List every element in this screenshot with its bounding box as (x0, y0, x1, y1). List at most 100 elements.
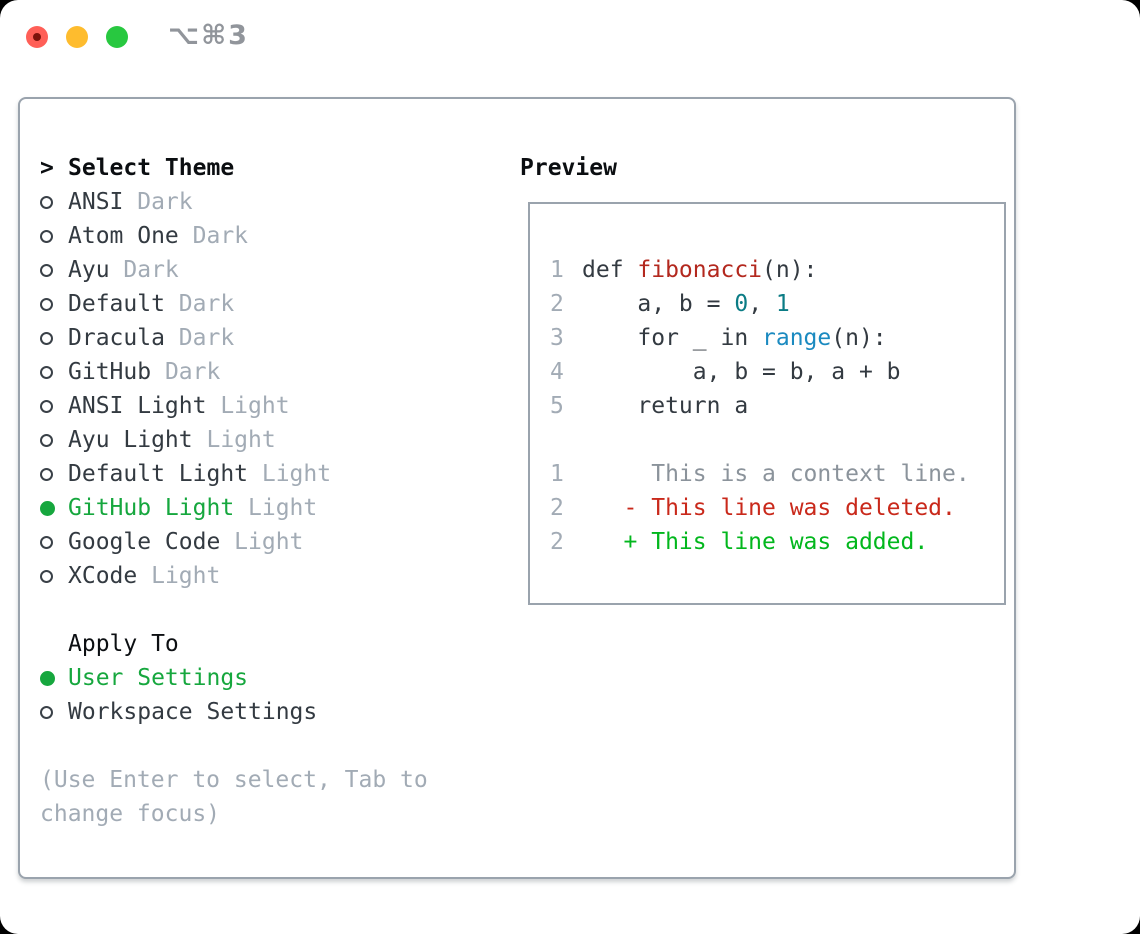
theme-option-ansi-light[interactable]: ANSI Light Light (40, 389, 502, 423)
radio-unselected-icon (40, 705, 68, 719)
variant-badge: Dark (192, 223, 249, 249)
option-label: Ayu Light (68, 427, 193, 453)
code-segment: fibonacci (637, 257, 763, 283)
line-number: 5 (550, 393, 564, 419)
radio-unselected-icon (40, 195, 68, 209)
code-segment: (n): (762, 257, 818, 283)
radio-unselected-icon (40, 535, 68, 549)
line-number: 2 (550, 529, 564, 555)
code-segment: (n): (831, 325, 887, 351)
code-segment: def (582, 257, 638, 283)
preview-line: 3 for _ in range(n): (550, 321, 1004, 355)
code-segment: - This line was deleted. (582, 495, 956, 521)
close-dot-icon (33, 33, 41, 41)
option-label: Ayu (68, 257, 110, 283)
option-label: Workspace Settings (68, 699, 318, 725)
preview-line: 2 + This line was added. (550, 525, 1004, 559)
window-title: ⌥⌘3 (168, 20, 249, 51)
apply-option-workspace-settings[interactable]: Workspace Settings (40, 695, 502, 729)
preview-title: Preview (520, 155, 617, 181)
option-label: Default (68, 291, 165, 317)
radio-unselected-icon (40, 331, 68, 345)
line-number: 2 (550, 495, 564, 521)
line-number: 1 (550, 257, 564, 283)
variant-badge: Dark (123, 257, 179, 283)
code-segment: range (762, 325, 832, 351)
radio-unselected-icon (40, 297, 68, 311)
option-label: Google Code (68, 529, 221, 555)
radio-unselected-icon (40, 399, 68, 413)
radio-selected-icon (40, 500, 68, 516)
option-label: ANSI Light (68, 393, 207, 419)
radio-unselected-icon (40, 467, 68, 481)
spacer-row (40, 729, 502, 763)
preview-header: Preview (502, 151, 1002, 185)
radio-unselected-icon (40, 229, 68, 243)
apply-option-user-settings[interactable]: User Settings (40, 661, 502, 695)
code-segment: return a (582, 393, 749, 419)
hint-line: change focus) (40, 801, 221, 827)
theme-option-default-light[interactable]: Default Light Light (40, 457, 502, 491)
code-segment: a, b = (582, 291, 735, 317)
radio-unselected-icon (40, 433, 68, 447)
minimize-button[interactable] (66, 26, 88, 48)
variant-badge: Dark (178, 291, 235, 317)
zoom-button[interactable] (106, 26, 128, 48)
line-number: 3 (550, 325, 564, 351)
spacer-row (40, 593, 502, 627)
radio-selected-icon (40, 670, 68, 686)
code-segment: 1 (775, 291, 790, 317)
window-titlebar: ⌥⌘3 (0, 0, 1140, 74)
radio-unselected-icon (40, 569, 68, 583)
variant-badge: Light (248, 495, 318, 521)
code-segment: for _ in (582, 325, 763, 351)
theme-option-github[interactable]: GitHub Dark (40, 355, 502, 389)
traffic-lights (26, 26, 128, 48)
variant-badge: Dark (137, 189, 193, 215)
option-label: GitHub (68, 359, 152, 385)
theme-option-default[interactable]: Default Dark (40, 287, 502, 321)
radio-unselected-icon (40, 365, 68, 379)
option-label: Default Light (68, 461, 249, 487)
variant-badge: Dark (178, 325, 235, 351)
preview-line: 1 This is a context line. (550, 457, 1004, 491)
prompt-icon: > (40, 155, 54, 181)
option-label: XCode (68, 563, 138, 589)
preview-blank-line (550, 423, 1004, 457)
preview-line: 5 return a (550, 389, 1004, 423)
code-segment: This is a context line. (582, 461, 970, 487)
line-number: 4 (550, 359, 564, 385)
variant-badge: Light (261, 461, 332, 487)
theme-option-ayu[interactable]: Ayu Dark (40, 253, 502, 287)
select-theme-title: Select Theme (68, 155, 235, 181)
variant-badge: Dark (164, 359, 221, 385)
radio-unselected-icon (40, 263, 68, 277)
variant-badge: Light (220, 393, 290, 419)
preview-line: 2 - This line was deleted. (550, 491, 1004, 525)
code-segment: + This line was added. (582, 529, 929, 555)
code-segment: a, b = b, a + b (582, 359, 901, 385)
theme-option-xcode[interactable]: XCode Light (40, 559, 502, 593)
apply-to-header: Apply To (40, 627, 502, 661)
preview-line: 2 a, b = 0, 1 (550, 287, 1004, 321)
close-button[interactable] (26, 26, 48, 48)
line-number: 1 (550, 461, 564, 487)
apply-to-label: Apply To (68, 631, 179, 657)
variant-badge: Light (151, 563, 221, 589)
option-label: User Settings (68, 665, 249, 691)
code-segment: 0 (734, 291, 749, 317)
